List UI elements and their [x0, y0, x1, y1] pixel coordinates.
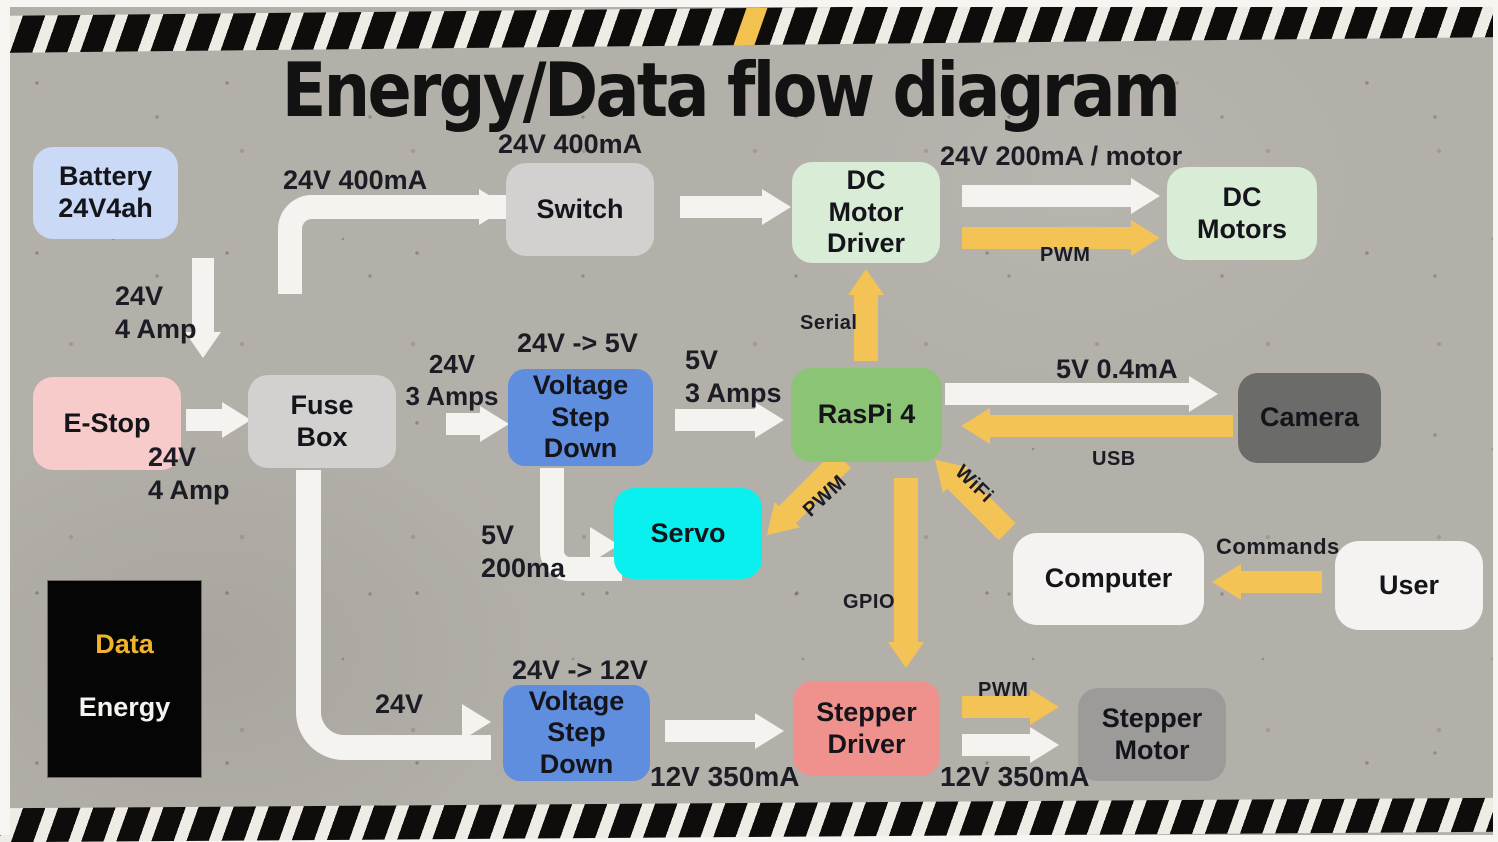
label-battery-down: 24V 4 Amp	[115, 281, 197, 344]
node-user: User	[1335, 541, 1483, 630]
legend-data-label: Data	[95, 629, 154, 659]
label-servo-feed: 5V 200ma	[481, 520, 566, 583]
node-switch: Switch	[506, 163, 654, 256]
hazard-tape-yellow-stripe	[733, 7, 768, 46]
label-commands: Commands	[1216, 534, 1340, 559]
label-pwm-dc-motors: PWM	[1040, 244, 1091, 266]
label-vsd12-out: 12V 350mA	[650, 761, 800, 792]
label-estop-out: 24V 4 Amp	[148, 442, 230, 505]
label-gpio: GPIO	[843, 591, 896, 613]
node-voltage-step-down-12v: Voltage Step Down	[503, 685, 650, 781]
node-fuse-box: Fuse Box	[248, 375, 396, 468]
label-driver-to-motor: 12V 350mA	[940, 761, 1090, 792]
label-pwm-servo: PWM	[798, 470, 851, 522]
node-servo: Servo	[614, 488, 762, 579]
node-dc-motors: DC Motors	[1167, 167, 1317, 260]
label-fuse-down: 24V	[375, 689, 424, 719]
node-computer: Computer	[1013, 533, 1204, 625]
node-e-stop: E-Stop	[33, 377, 181, 470]
page-title: Energy/Data flow diagram	[281, 46, 1181, 134]
node-stepper-motor: Stepper Motor	[1078, 688, 1226, 781]
label-raspi-to-camera: 5V 0.4mA	[1056, 354, 1178, 384]
label-wifi: WiFi	[950, 460, 998, 508]
legend: Data Energy	[47, 580, 202, 778]
page-edge-left	[0, 0, 10, 835]
label-driver-to-motors: 24V 200mA / motor	[940, 141, 1183, 171]
label-vsd5-to-raspi: 5V 3 Amps	[685, 345, 782, 408]
node-voltage-step-down-5v: Voltage Step Down	[508, 369, 653, 466]
node-raspi-4: RasPi 4	[791, 368, 942, 462]
label-vsd5-title: 24V -> 5V	[517, 328, 638, 358]
hazard-tape-bottom	[0, 797, 1498, 842]
node-battery: Battery 24V4ah	[33, 147, 178, 239]
label-usb: USB	[1092, 448, 1136, 470]
label-above-switch: 24V 400mA	[498, 129, 643, 159]
label-vsd12-title: 24V -> 12V	[512, 655, 648, 685]
page-edge-right	[1493, 0, 1498, 835]
page-edge-top	[0, 0, 1498, 7]
node-camera: Camera	[1238, 373, 1381, 463]
label-pwm-stepper: PWM	[978, 679, 1029, 701]
label-battery-to-switch: 24V 400mA	[283, 165, 428, 195]
node-stepper-driver: Stepper Driver	[793, 681, 940, 776]
label-serial: Serial	[800, 312, 858, 334]
legend-energy-label: Energy	[78, 692, 171, 722]
label-fuse-to-vsd5: 24V 3 Amps	[405, 349, 499, 411]
node-dc-motor-driver: DC Motor Driver	[792, 162, 940, 263]
